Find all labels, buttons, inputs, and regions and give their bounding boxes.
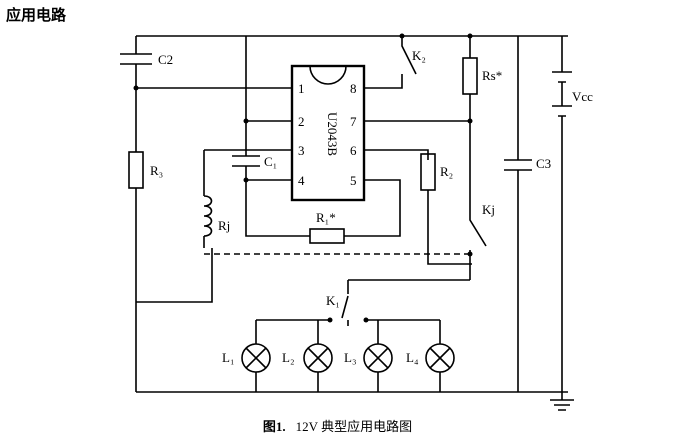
c2-label: C2 [158, 52, 173, 67]
pin-5: 5 [350, 173, 357, 188]
ic-pins-right [364, 78, 470, 218]
pin-2: 2 [298, 114, 305, 129]
k1-switch [341, 279, 470, 326]
c1-label: C₁ [264, 154, 277, 169]
left-rail [120, 36, 213, 392]
ic-notch [309, 65, 347, 85]
ic-label: U2043B [325, 112, 340, 156]
r3-resistor [128, 151, 144, 189]
lamp-l1 [241, 343, 271, 373]
ic-body [290, 64, 366, 202]
r2-label: R₂ [440, 164, 453, 179]
vcc-battery [552, 36, 572, 392]
c3-branch [504, 36, 532, 392]
ic-pins-left [136, 87, 292, 181]
rj-label: Rj [218, 218, 230, 233]
r1-resistor [309, 228, 345, 244]
pin-4: 4 [298, 173, 305, 188]
rs-resistor [462, 57, 478, 95]
pin-1: 1 [298, 81, 305, 96]
k2-label: K₂ [412, 48, 426, 63]
l4-label: L₄ [406, 350, 419, 365]
c3-label: C3 [536, 156, 551, 171]
rj-coil [203, 150, 213, 248]
kj-label: Kj [482, 202, 495, 217]
figure-caption: 图1. 12V 典型应用电路图 [0, 416, 675, 435]
lamp-bus [255, 319, 441, 392]
r3-label: R₃ [150, 163, 163, 178]
r2-branch [427, 156, 472, 265]
junction-dots [133, 33, 473, 323]
pin-8: 8 [350, 81, 357, 96]
lamp-l3 [363, 343, 393, 373]
l3-label: L₃ [344, 350, 356, 365]
pin-6: 6 [350, 143, 357, 158]
l2-label: L₂ [282, 350, 294, 365]
figure-number: 图1. [262, 419, 286, 434]
l1-label: L₁ [222, 350, 234, 365]
ground-symbol [550, 392, 574, 411]
lamp-l4 [425, 343, 455, 373]
page-title: 应用电路 [6, 6, 67, 24]
rs-label: Rs* [482, 68, 502, 83]
k2-switch [401, 36, 417, 78]
r1-label: R₁* [316, 210, 336, 225]
vcc-label: Vcc [572, 89, 593, 104]
c1-branch [232, 36, 401, 237]
figure-caption-text: 12V 典型应用电路图 [295, 419, 413, 434]
pin-7: 7 [350, 114, 357, 129]
top-rail [136, 35, 568, 393]
k1-label: K₁ [326, 293, 340, 308]
r2-resistor [420, 153, 436, 191]
lamp-l2 [303, 343, 333, 373]
pin-3: 3 [298, 143, 305, 158]
